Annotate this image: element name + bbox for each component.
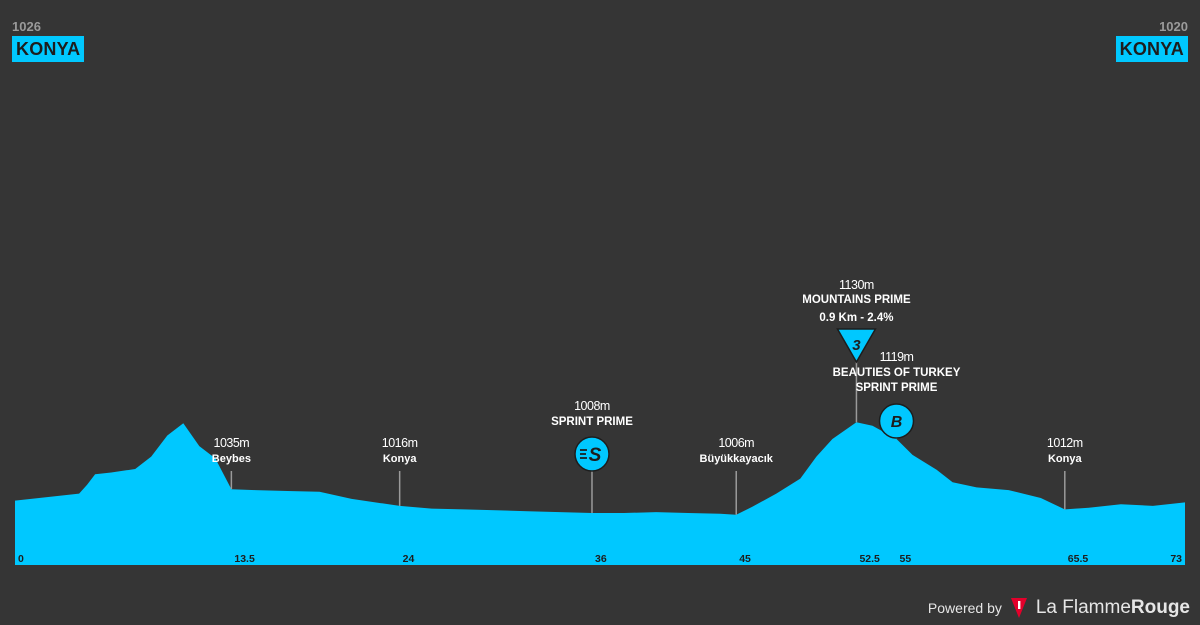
finish-city-label: KONYA <box>1115 36 1188 62</box>
x-tick-label: 36 <box>595 553 607 565</box>
x-tick-label: 24 <box>403 553 415 565</box>
waypoint-altitude: 1012m <box>1047 436 1083 450</box>
mountain-category-label: 3 <box>852 337 861 354</box>
finish-altitude: 1020 <box>1159 19 1188 34</box>
brand-name: La FlammeRouge <box>1036 597 1190 619</box>
x-tick-label: 0 <box>18 553 24 565</box>
x-tick-label: 65.5 <box>1068 553 1089 565</box>
x-tick-label: 73 <box>1170 553 1182 565</box>
powered-by-label: Powered by <box>927 600 1002 616</box>
waypoint-altitude: 1119m <box>880 350 914 364</box>
x-tick-label: 45 <box>739 553 751 565</box>
elevation-profile-area <box>15 422 1185 565</box>
la-flamme-rouge-logo-icon <box>1010 598 1027 618</box>
waypoint-altitude: 1035m <box>214 436 250 450</box>
bonus-b-icon <box>878 403 915 439</box>
waypoint-name: SPRINT PRIME <box>551 416 633 428</box>
x-tick-label: 55 <box>900 553 912 565</box>
waypoint-altitude: 1006m <box>718 436 754 450</box>
waypoint-name-line2: SPRINT PRIME <box>856 382 938 394</box>
bonus-icon-label: B <box>891 414 903 431</box>
brand-name-light: La Flamme <box>1035 597 1131 618</box>
waypoint-name: Büyükkayacık <box>700 453 774 465</box>
waypoint-name: Konya <box>1048 453 1083 465</box>
waypoint-name: Beybes <box>212 453 251 465</box>
waypoint-detail: 0.9 Km - 2.4% <box>819 312 893 324</box>
start-city-block: 1026 KONYA <box>12 19 85 62</box>
x-tick-label: 52.5 <box>859 553 880 565</box>
waypoint-name: MOUNTAINS PRIME <box>802 294 911 306</box>
waypoint-name: Konya <box>383 453 418 465</box>
sprint-speed-lines <box>579 449 587 459</box>
powered-by: Powered by La FlammeRouge <box>928 597 1190 619</box>
waypoint-altitude: 1016m <box>382 436 418 450</box>
x-tick-label: 13.5 <box>234 553 255 565</box>
mountain-cat3-icon <box>836 328 877 364</box>
finish-city-block: 1020 KONYA <box>1115 19 1188 62</box>
start-altitude: 1026 <box>12 19 41 34</box>
brand-name-bold: Rouge <box>1130 597 1190 618</box>
waypoint-altitude: 1008m <box>574 399 610 413</box>
start-city-label: KONYA <box>12 36 85 62</box>
sprint-icon-glyph: S <box>589 445 602 466</box>
waypoint-altitude: 1130m <box>839 278 874 292</box>
waypoint-name: BEAUTIES OF TURKEY <box>833 367 961 379</box>
sprint-icon <box>574 436 610 472</box>
